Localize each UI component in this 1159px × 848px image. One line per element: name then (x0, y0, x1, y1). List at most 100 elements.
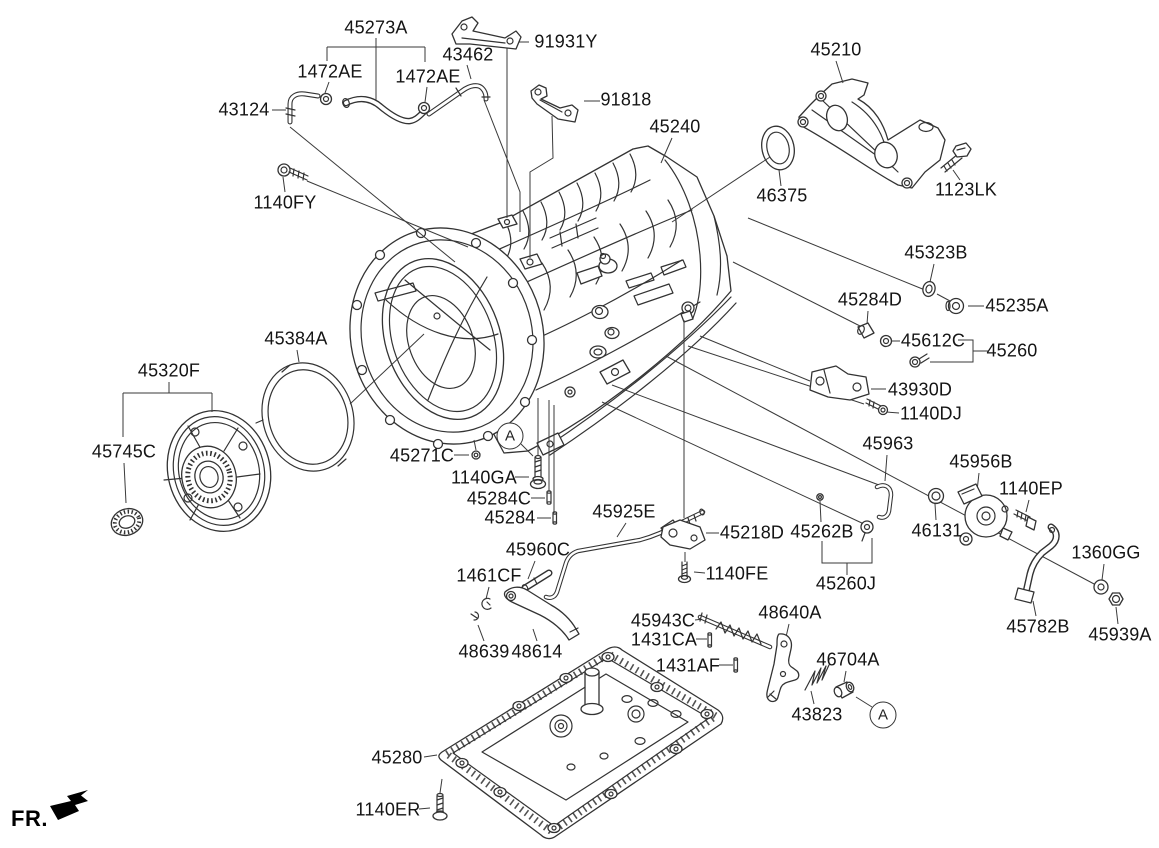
part-label-46704A: 46704A (816, 649, 880, 670)
part-label-45323B: 45323B (904, 242, 968, 263)
part-label-45925E: 45925E (592, 501, 656, 522)
bolt-1140FE (677, 561, 692, 584)
part-label-45320F: 45320F (137, 360, 201, 381)
bracket-91818 (530, 84, 579, 123)
part-label-45963: 45963 (862, 433, 914, 454)
part-label-45943C: 45943C (630, 610, 696, 631)
part-label-45235A: 45235A (985, 295, 1049, 316)
part-label-45939A: 45939A (1088, 624, 1152, 645)
ball-stud-45260J (860, 520, 874, 542)
front-oil-seal-drawing (110, 507, 144, 537)
part-label-91931Y: 91931Y (534, 31, 598, 52)
part-label-45284: 45284 (484, 507, 536, 528)
fr-label: FR. (11, 806, 48, 831)
part-label-45262B: 45262B (790, 521, 854, 542)
part-label-45782B: 45782B (1006, 616, 1070, 637)
lever-45782B (1014, 523, 1060, 604)
bolt-1140EP (1013, 509, 1037, 531)
part-label-45271C: 45271C (389, 445, 455, 466)
part-label-43124: 43124 (218, 99, 270, 120)
part-label-45284C: 45284C (466, 488, 532, 509)
part-label-1472AE: 1472AE (297, 61, 363, 82)
rear-oil-seal-drawing (761, 125, 795, 171)
bolt-1123LK (940, 142, 972, 173)
part-label-45273A: 45273A (344, 17, 408, 38)
spring-43823 (804, 664, 830, 691)
plug-45271C (471, 450, 481, 460)
hose-clamp-1472AE-right (417, 101, 431, 115)
part-label-45745C: 45745C (91, 441, 157, 462)
bolt-1140FY (277, 163, 309, 181)
part-label-46375: 46375 (756, 185, 808, 206)
pin-1431AF (733, 657, 739, 673)
part-label-45280: 45280 (371, 747, 423, 768)
washer-1360GG (1093, 579, 1109, 595)
part-label-1431AF: 1431AF (655, 655, 721, 676)
part-label-43930D: 43930D (887, 379, 953, 400)
plug-45235A (945, 297, 965, 315)
oil-pan-drawing (438, 646, 724, 840)
part-label-45612C: 45612C (900, 330, 966, 351)
bolt-1140DJ (865, 398, 889, 416)
roller-46704A (833, 681, 855, 699)
hose-clamp-1472AE-left (319, 92, 333, 106)
part-label-43462: 43462 (442, 44, 494, 65)
hose-45273A (342, 95, 430, 125)
part-label-1461CF: 1461CF (456, 565, 522, 586)
part-label-43823: 43823 (791, 704, 843, 725)
detent-lever-48640A (766, 633, 800, 703)
fr-arrow-icon (50, 790, 88, 820)
part-label-1123LK: 1123LK (935, 179, 997, 200)
part-label-45218D: 45218D (719, 522, 785, 543)
part-label-1140GA: 1140GA (451, 467, 517, 488)
part-label-45284D: 45284D (837, 289, 903, 310)
bracket-45218D (660, 519, 706, 550)
tube-43462 (426, 83, 491, 117)
part-label-91818: 91818 (600, 89, 652, 110)
transmission-mount-bracket-drawing (797, 78, 946, 189)
nut-45939A (1108, 592, 1124, 606)
part-label-1140FY: 1140FY (253, 192, 317, 213)
bracket-91931Y (451, 16, 522, 50)
part-label-1472AE: 1472AE (395, 66, 461, 87)
bell-housing-drawing (349, 227, 545, 450)
pin-1431CA (707, 632, 713, 648)
bracket-43930D (809, 365, 870, 401)
part-label-45210: 45210 (810, 39, 862, 60)
part-label-45260: 45260 (986, 340, 1038, 361)
part-label-46131: 46131 (911, 520, 963, 541)
bolt-1140GA (529, 454, 547, 490)
clip-48639 (470, 611, 480, 621)
part-label-45260J: 45260J (815, 573, 877, 594)
washer-45612C (879, 334, 893, 348)
bushing-45284D (857, 322, 875, 339)
part-label-45956B: 45956B (949, 451, 1013, 472)
pin-45284C (546, 490, 552, 505)
pin-45284 (552, 511, 558, 525)
detail-marker-A-0: A (496, 422, 524, 450)
part-label-1360GG: 1360GG (1071, 542, 1141, 563)
part-label-1431CA: 1431CA (630, 629, 698, 650)
front-direction-indicator: FR. (11, 806, 48, 832)
part-label-45384A: 45384A (264, 328, 328, 349)
part-label-48640A: 48640A (758, 602, 822, 623)
torque-converter-drawing (163, 409, 272, 533)
inhibitor-switch-45956B (957, 483, 1013, 546)
hook-rod-45963 (874, 483, 894, 520)
detail-marker-A-1: A (869, 701, 897, 729)
part-label-48639: 48639 (458, 641, 510, 662)
part-label-45240: 45240 (649, 116, 701, 137)
lever-48614 (503, 586, 580, 641)
bolt-1140ER (432, 792, 448, 821)
part-label-1140ER: 1140ER (355, 799, 421, 820)
bolt-45260 (909, 353, 930, 368)
part-label-1140EP: 1140EP (999, 478, 1063, 499)
ring-45323B (922, 280, 936, 298)
hose-43124 (285, 91, 321, 125)
part-label-48614: 48614 (511, 641, 563, 662)
pin-45262B (816, 493, 824, 501)
part-label-45960C: 45960C (505, 539, 571, 560)
part-label-1140FE: 1140FE (705, 563, 769, 584)
